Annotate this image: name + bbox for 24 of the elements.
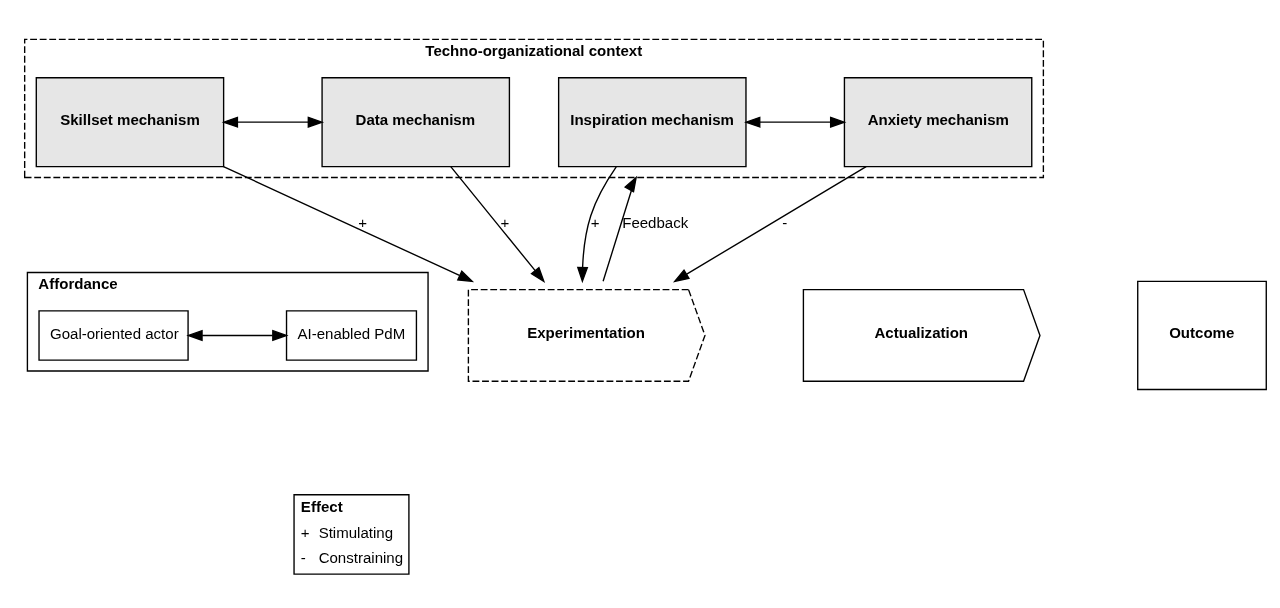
label: Stimulating bbox=[318, 524, 394, 542]
node-box: Inspiration mechanism bbox=[557, 77, 747, 168]
arrow bbox=[221, 116, 325, 128]
edge-label: + bbox=[500, 213, 510, 231]
node-box: Data mechanism bbox=[321, 77, 511, 168]
edge-label: Feedback bbox=[622, 213, 689, 231]
label: - bbox=[300, 548, 306, 566]
label: Constraining bbox=[318, 548, 404, 566]
label: + bbox=[300, 524, 310, 542]
node-box: Anxiety mechanism bbox=[843, 77, 1033, 168]
label: Effect bbox=[300, 498, 343, 516]
arrow bbox=[222, 165, 475, 283]
edge-label: + bbox=[358, 213, 368, 231]
arrow bbox=[186, 329, 289, 342]
arrow bbox=[602, 175, 638, 282]
edge-label: - bbox=[782, 213, 788, 231]
arrow bbox=[450, 165, 546, 283]
node-box: Skillset mechanism bbox=[35, 77, 225, 168]
node-box: Outcome bbox=[1137, 280, 1267, 391]
node-box: Goal-oriented actor bbox=[38, 310, 189, 361]
node-box: AI-enabled PdM bbox=[285, 310, 418, 361]
arrow bbox=[576, 166, 617, 284]
arrow bbox=[744, 116, 847, 128]
edge-label: + bbox=[590, 213, 600, 231]
